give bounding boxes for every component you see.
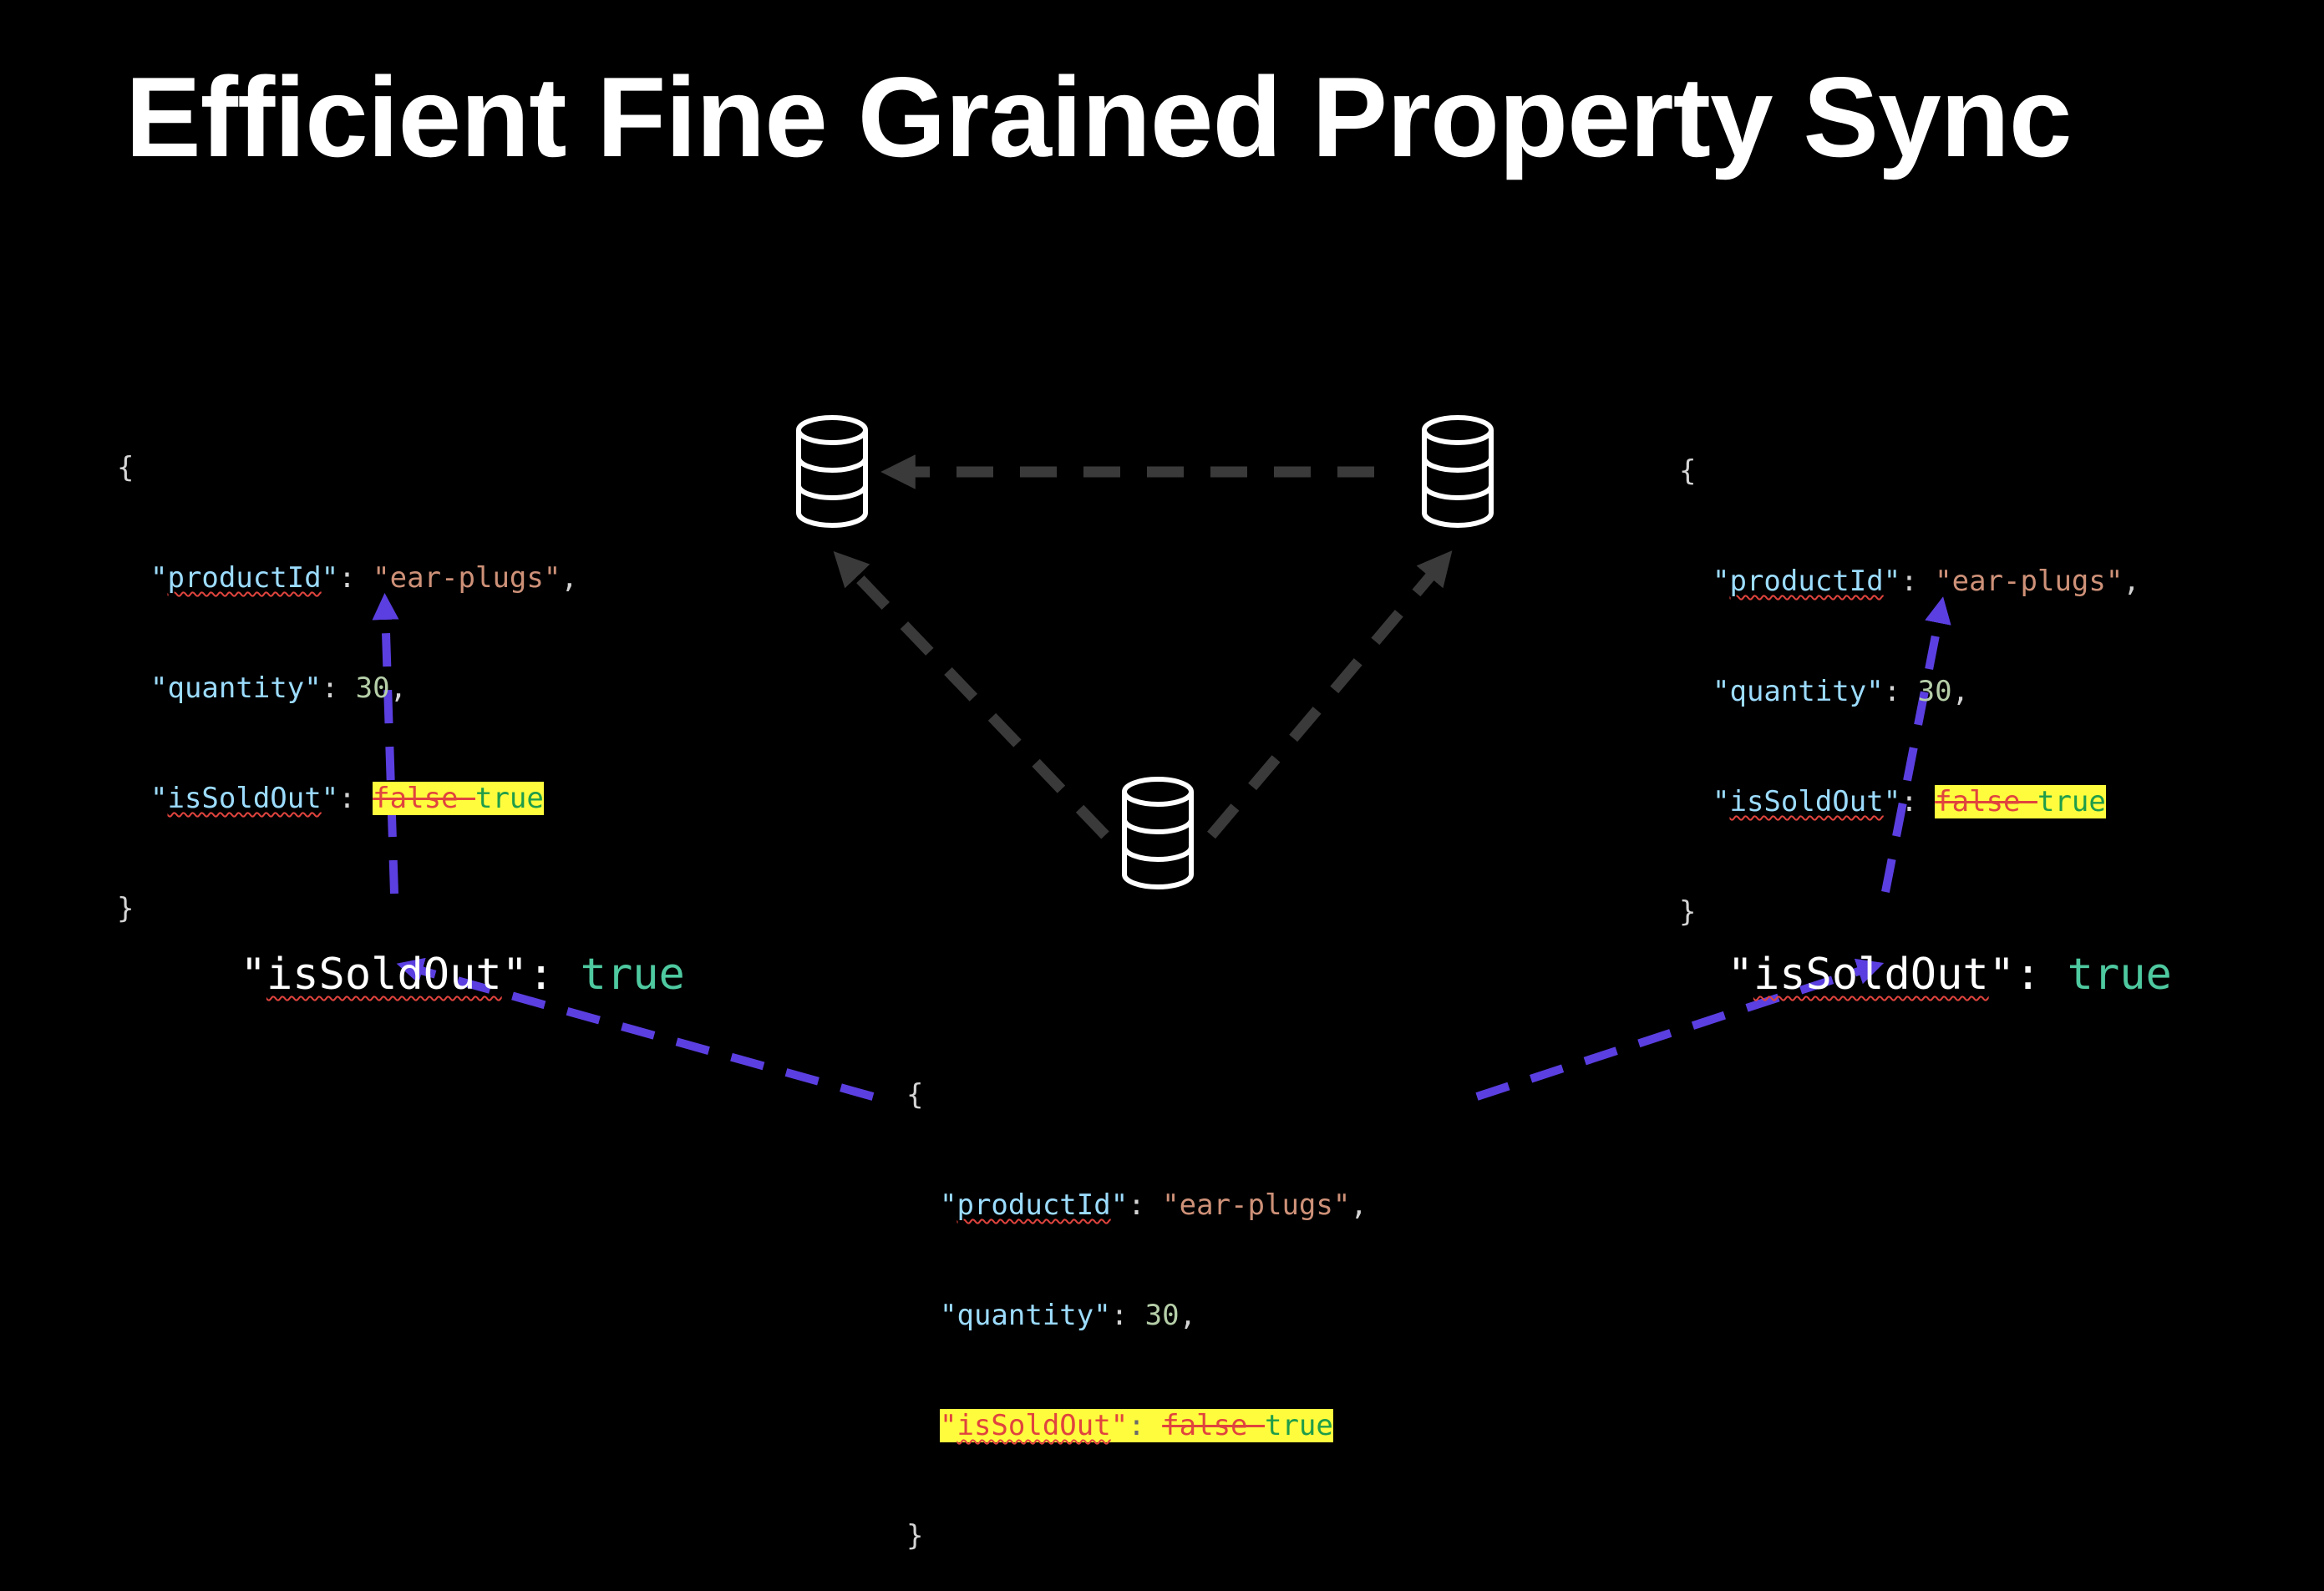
replica-document-left: { "productId": "ear-plugs", "quantity": … xyxy=(117,451,578,925)
replication-arrow-bottom-to-left xyxy=(833,550,1109,839)
sync-diagram xyxy=(372,0,1951,1101)
database-icon xyxy=(1124,779,1191,887)
change-fragment-left: "isSoldOut": true xyxy=(240,950,685,1000)
slide-title: Efficient Fine Grained Property Sync xyxy=(125,53,2072,180)
source-document: { "productId": "ear-plugs", "quantity": … xyxy=(906,1078,1368,1553)
changed-value-highlight: false true xyxy=(1935,785,2106,818)
replica-document-right: { "productId": "ear-plugs", "quantity": … xyxy=(1679,454,2140,929)
replication-arrow-bottom-to-right xyxy=(1207,550,1453,839)
database-icon xyxy=(799,418,865,525)
changed-property-highlight: "isSoldOut": false true xyxy=(940,1409,1333,1442)
changed-value-highlight: false true xyxy=(373,782,544,815)
change-fragment-right: "isSoldOut": true xyxy=(1727,950,2172,1000)
delta-arrow-left-up xyxy=(372,593,399,894)
delta-arrow-center-to-left xyxy=(396,957,875,1101)
delta-arrow-right-up xyxy=(1881,596,1951,893)
delta-arrow-center-to-right xyxy=(1475,958,1885,1101)
database-icon xyxy=(1424,418,1491,525)
